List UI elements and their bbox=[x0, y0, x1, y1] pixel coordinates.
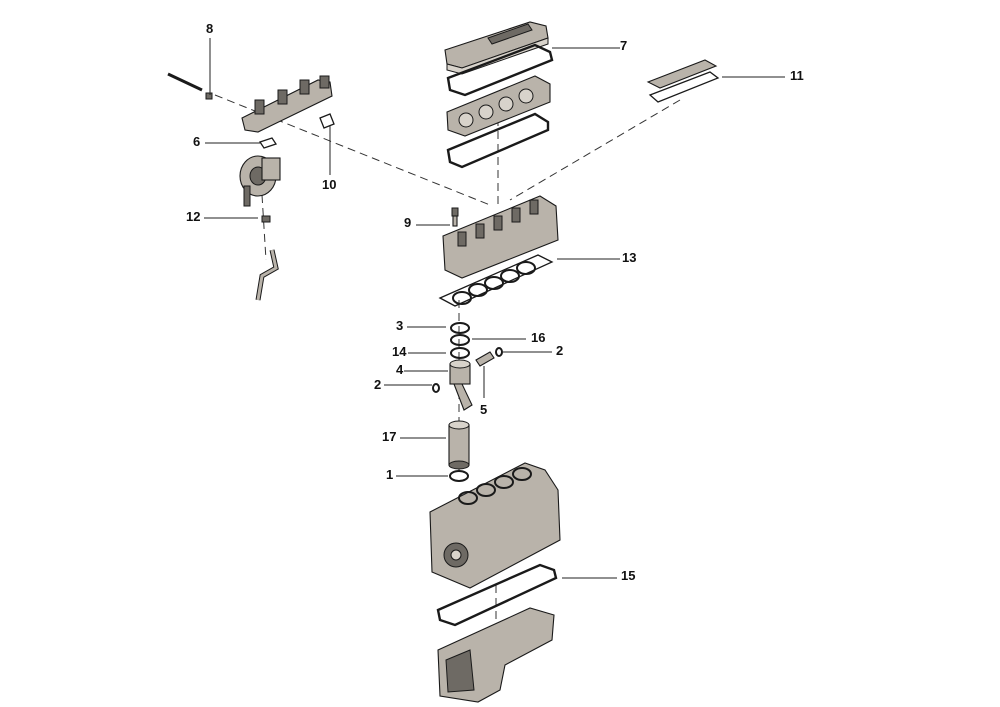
callout-4: 4 bbox=[396, 362, 404, 377]
housing-gasket bbox=[446, 112, 550, 169]
callout-8: 8 bbox=[206, 21, 214, 36]
intake-cover bbox=[646, 59, 720, 103]
callout-14: 14 bbox=[392, 344, 407, 359]
oil-drain-tube bbox=[255, 215, 279, 301]
callout-15: 15 bbox=[621, 568, 636, 583]
manifold-gasket-10 bbox=[319, 113, 335, 129]
callout-3: 3 bbox=[396, 318, 404, 333]
head-gasket bbox=[438, 254, 554, 307]
callout-10: 10 bbox=[322, 177, 337, 192]
liner-seal bbox=[449, 470, 469, 482]
oil-pan bbox=[437, 607, 555, 703]
rocker-housing bbox=[446, 75, 551, 137]
rocker-cover bbox=[444, 21, 549, 75]
piston-ring-14 bbox=[450, 347, 470, 359]
callout-7: 7 bbox=[620, 38, 628, 53]
piston-ring-3 bbox=[450, 322, 470, 334]
engine-block bbox=[429, 462, 561, 589]
injector bbox=[451, 207, 459, 227]
piston-ring-16 bbox=[450, 334, 470, 346]
callout-1: 1 bbox=[386, 467, 394, 482]
oil-pan-gasket bbox=[436, 563, 558, 627]
callout-9: 9 bbox=[404, 215, 412, 230]
piston-and-rod bbox=[449, 359, 473, 411]
turbo-gasket bbox=[258, 137, 278, 149]
piston-pin bbox=[475, 351, 495, 367]
callout-17: 17 bbox=[382, 429, 397, 444]
pin-clip-right bbox=[495, 347, 503, 357]
callout-12: 12 bbox=[186, 209, 201, 224]
exhaust-manifold bbox=[167, 72, 333, 133]
callout-2-left: 2 bbox=[374, 377, 382, 392]
callout-2-right: 2 bbox=[556, 343, 564, 358]
callout-6: 6 bbox=[193, 134, 201, 149]
cylinder-head bbox=[442, 195, 559, 279]
callout-5: 5 bbox=[480, 402, 488, 417]
turbocharger bbox=[239, 155, 281, 207]
callout-11: 11 bbox=[790, 68, 804, 83]
rocker-cover-gasket bbox=[446, 43, 554, 97]
cylinder-liner bbox=[448, 420, 470, 470]
pin-clip-left bbox=[432, 383, 440, 393]
callout-16: 16 bbox=[531, 330, 546, 345]
callout-13: 13 bbox=[622, 250, 637, 265]
leader-lines bbox=[204, 38, 785, 579]
